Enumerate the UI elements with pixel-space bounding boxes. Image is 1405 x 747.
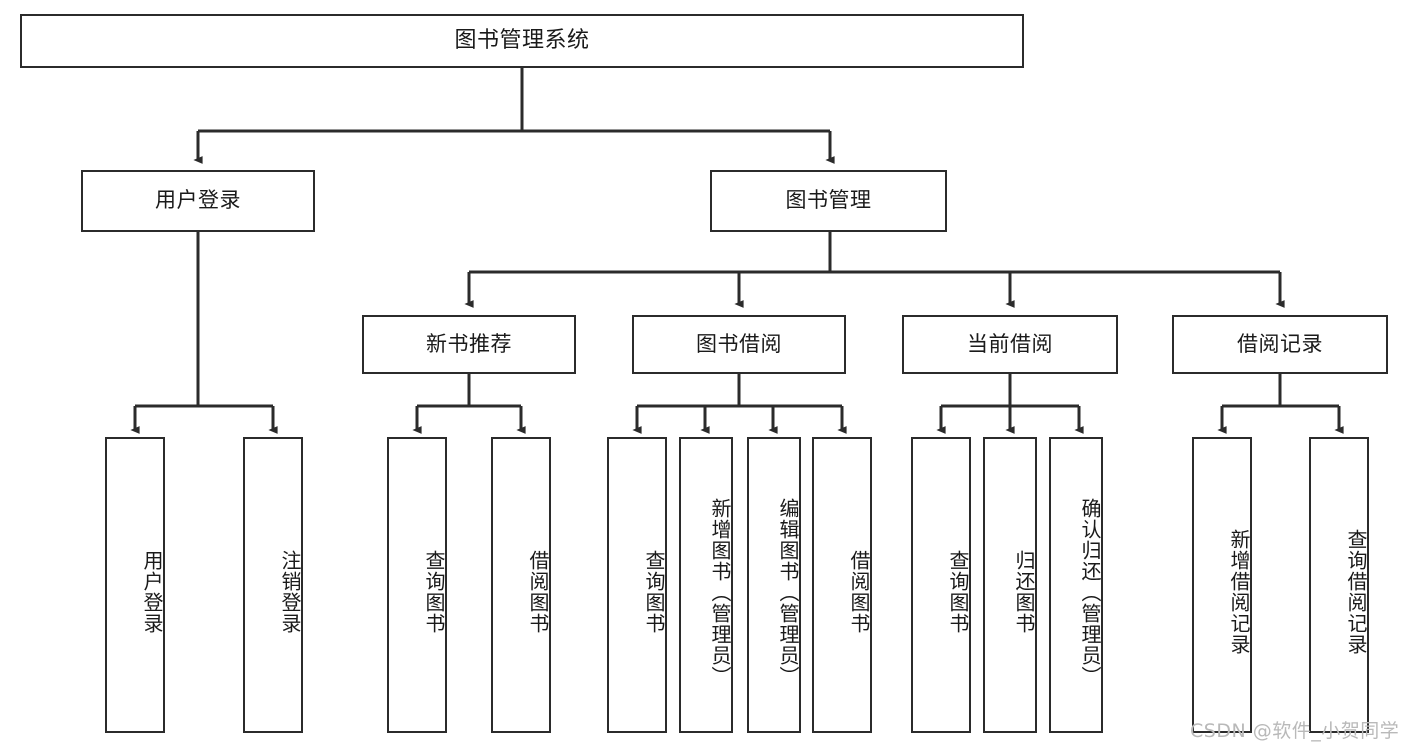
leaf-borrow-record-query-record[interactable]: 查询借阅记录 [1309, 437, 1369, 733]
leaf-current-borrow-query-book[interactable]: 查询图书 [911, 437, 971, 733]
node-root-library-system[interactable]: 图书管理系统 [20, 14, 1024, 68]
node-book-borrow[interactable]: 图书借阅 [632, 315, 846, 374]
csdn-watermark: CSDN @软件_小贺同学 [1190, 720, 1400, 742]
leaf-current-borrow-return-book[interactable]: 归还图书 [983, 437, 1037, 733]
leaf-book-borrow-borrow-book[interactable]: 借阅图书 [812, 437, 872, 733]
leaf-borrow-record-add-record[interactable]: 新增借阅记录 [1192, 437, 1252, 733]
leaf-current-borrow-confirm-return-admin[interactable]: 确认归还（管理员） [1049, 437, 1103, 733]
node-current-borrow[interactable]: 当前借阅 [902, 315, 1118, 374]
node-new-book-recommend[interactable]: 新书推荐 [362, 315, 576, 374]
leaf-user-login-login[interactable]: 用户登录 [105, 437, 165, 733]
leaf-book-borrow-edit-book-admin[interactable]: 编辑图书（管理员） [747, 437, 801, 733]
node-borrow-record[interactable]: 借阅记录 [1172, 315, 1388, 374]
node-book-management[interactable]: 图书管理 [710, 170, 947, 232]
leaf-new-book-borrow-book[interactable]: 借阅图书 [491, 437, 551, 733]
node-user-login[interactable]: 用户登录 [81, 170, 315, 232]
leaf-new-book-query-book[interactable]: 查询图书 [387, 437, 447, 733]
leaf-book-borrow-add-book-admin[interactable]: 新增图书（管理员） [679, 437, 733, 733]
leaf-user-login-logout[interactable]: 注销登录 [243, 437, 303, 733]
leaf-book-borrow-query-book[interactable]: 查询图书 [607, 437, 667, 733]
